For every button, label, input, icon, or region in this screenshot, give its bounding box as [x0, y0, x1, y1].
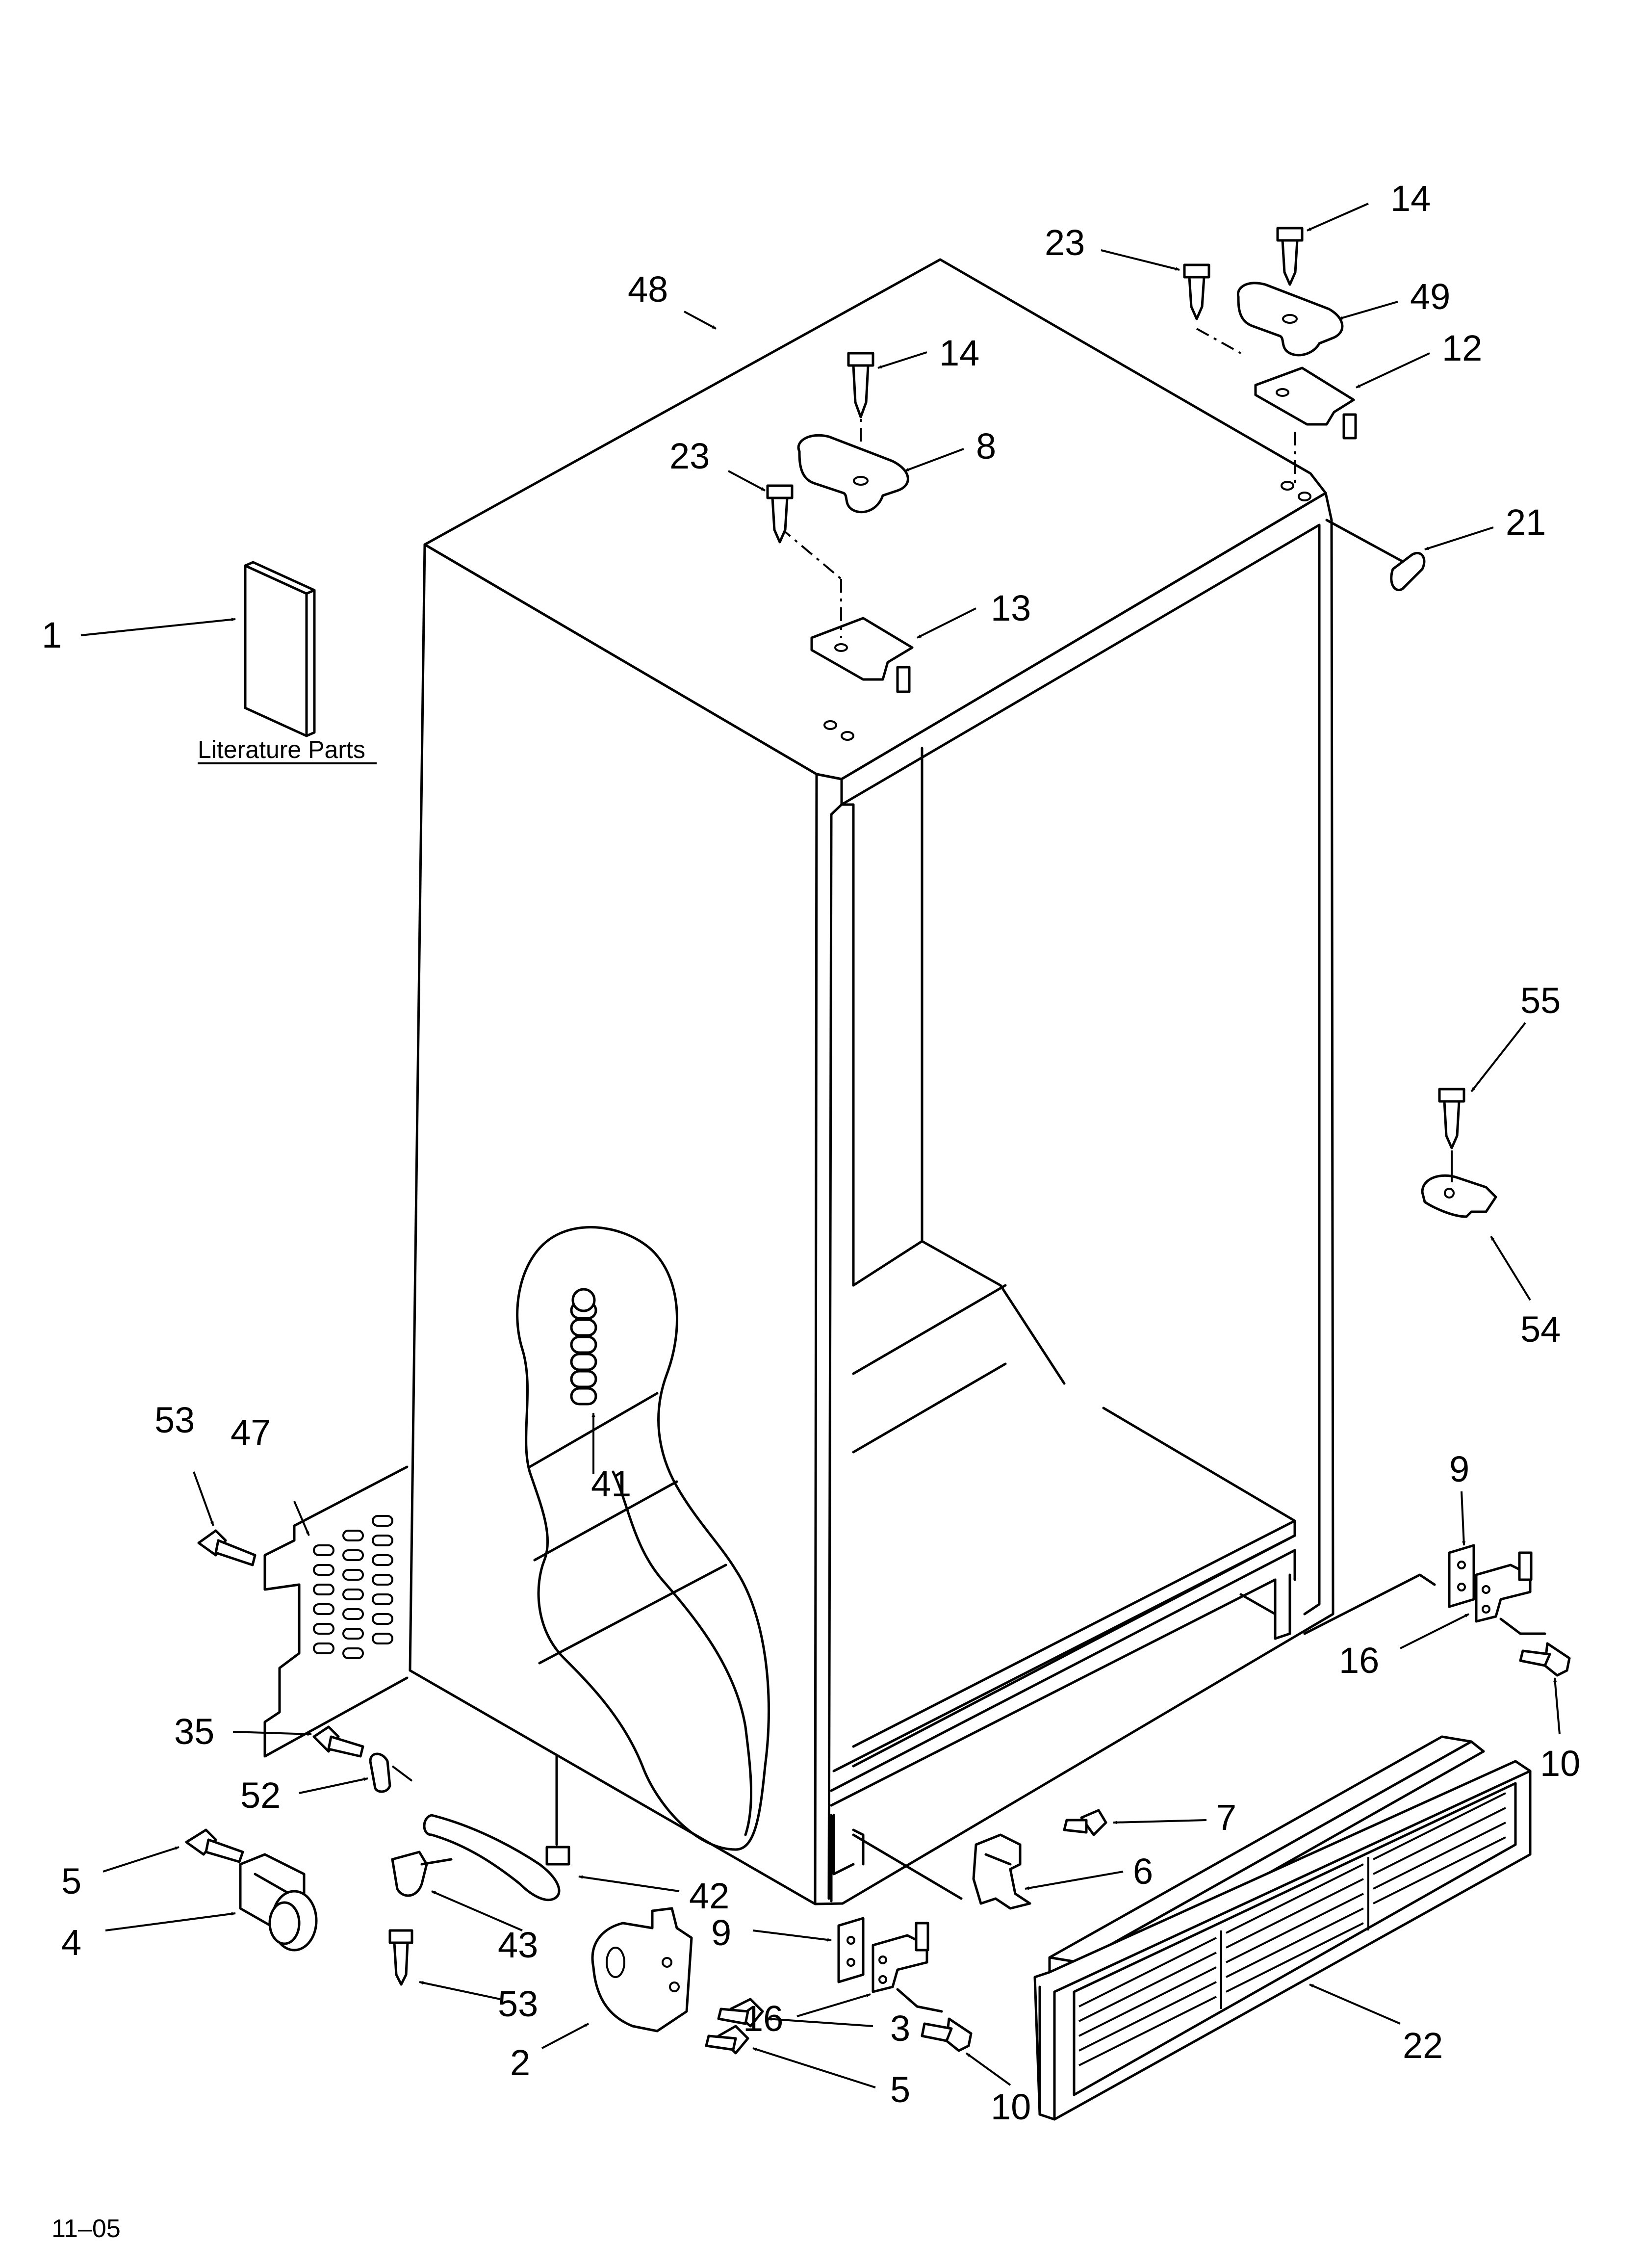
label-part-12: 12 [1442, 328, 1482, 368]
label-part-53-rear: 53 [154, 1400, 195, 1440]
label-part-14-left: 14 [939, 333, 979, 373]
screw-53-rear [197, 1529, 257, 1566]
screw-35 [312, 1725, 364, 1758]
plug-21 [1325, 519, 1426, 591]
label-part-9-center: 9 [711, 1912, 731, 1953]
screw-53-bottom [388, 1929, 413, 1986]
screw-14-right [1276, 227, 1304, 286]
screw-10-right [1519, 1642, 1571, 1677]
label-part-5-roller: 5 [61, 1861, 81, 1902]
label-part-53-bottom: 53 [498, 1983, 538, 2024]
clamp-43 [391, 1851, 453, 1897]
label-part-52: 52 [240, 1775, 281, 1816]
label-part-22: 22 [1403, 2025, 1443, 2066]
screw-23-left [766, 484, 794, 544]
footer-code: 11–05 [51, 2215, 121, 2243]
rear-grille-47 [197, 1465, 409, 1758]
label-part-13: 13 [991, 588, 1031, 628]
top-hinge-left [766, 352, 914, 741]
bottom-hinge-left-2 [591, 1907, 764, 2055]
top-hinge-right [1183, 227, 1357, 501]
label-part-54: 54 [1520, 1309, 1561, 1350]
bracket-54 [1421, 1088, 1497, 1218]
leader-lines [80, 203, 1561, 2088]
screw-23-right [1183, 263, 1210, 320]
screw-3 [717, 1998, 764, 2028]
screw-7 [1063, 1809, 1107, 1836]
water-tube-42 [423, 1755, 570, 1902]
label-part-41: 41 [591, 1463, 631, 1504]
label-part-16-center: 16 [743, 1998, 783, 2039]
screw-14-left [847, 352, 874, 418]
bottom-hinge-right [1303, 1544, 1571, 1677]
label-part-43: 43 [498, 1925, 538, 1965]
label-part-23-right: 23 [1045, 222, 1085, 263]
cabinet-cutaway [516, 1225, 770, 1851]
label-part-1: 1 [42, 615, 62, 655]
literature-caption: Literature Parts [198, 736, 365, 763]
screw-10-center [921, 2017, 973, 2052]
front-roller-4 [185, 1828, 318, 1952]
label-part-9-right: 9 [1449, 1449, 1469, 1489]
label-part-2: 2 [510, 2042, 530, 2083]
label-part-3: 3 [890, 2008, 910, 2049]
callout-labels: 1 48 14 23 8 13 14 23 49 12 21 55 54 9 1… [42, 178, 1580, 2127]
toe-grille-22 [1033, 1735, 1532, 2121]
label-part-5-hinge: 5 [890, 2069, 910, 2110]
label-part-42: 42 [689, 1876, 729, 1916]
label-part-10-center: 10 [991, 2086, 1031, 2127]
label-part-16-right: 16 [1339, 1640, 1379, 1681]
foam-tube-41 [570, 1288, 597, 1406]
screw-5-roller [185, 1828, 244, 1863]
label-part-49: 49 [1410, 276, 1450, 317]
literature-booklet: Literature Parts [198, 561, 377, 764]
screw-55 [1438, 1088, 1465, 1149]
label-part-47: 47 [231, 1412, 271, 1453]
clip-52 [369, 1752, 413, 1793]
label-part-7: 7 [1216, 1797, 1236, 1838]
label-part-48: 48 [628, 269, 668, 310]
screw-5-hinge [705, 2025, 749, 2055]
bottom-hinge-center [837, 1917, 973, 2052]
label-part-35: 35 [174, 1711, 214, 1752]
label-part-4: 4 [61, 1922, 81, 1963]
bracket-6 [852, 1809, 1107, 1910]
label-part-23-left: 23 [669, 436, 710, 476]
label-part-14-right: 14 [1390, 178, 1431, 219]
label-part-10-right: 10 [1540, 1743, 1580, 1784]
label-part-6: 6 [1133, 1851, 1153, 1892]
label-part-21: 21 [1506, 502, 1546, 543]
refrigerator-cabinet [409, 258, 1334, 1905]
label-part-8: 8 [976, 426, 996, 467]
label-part-55: 55 [1520, 980, 1561, 1021]
